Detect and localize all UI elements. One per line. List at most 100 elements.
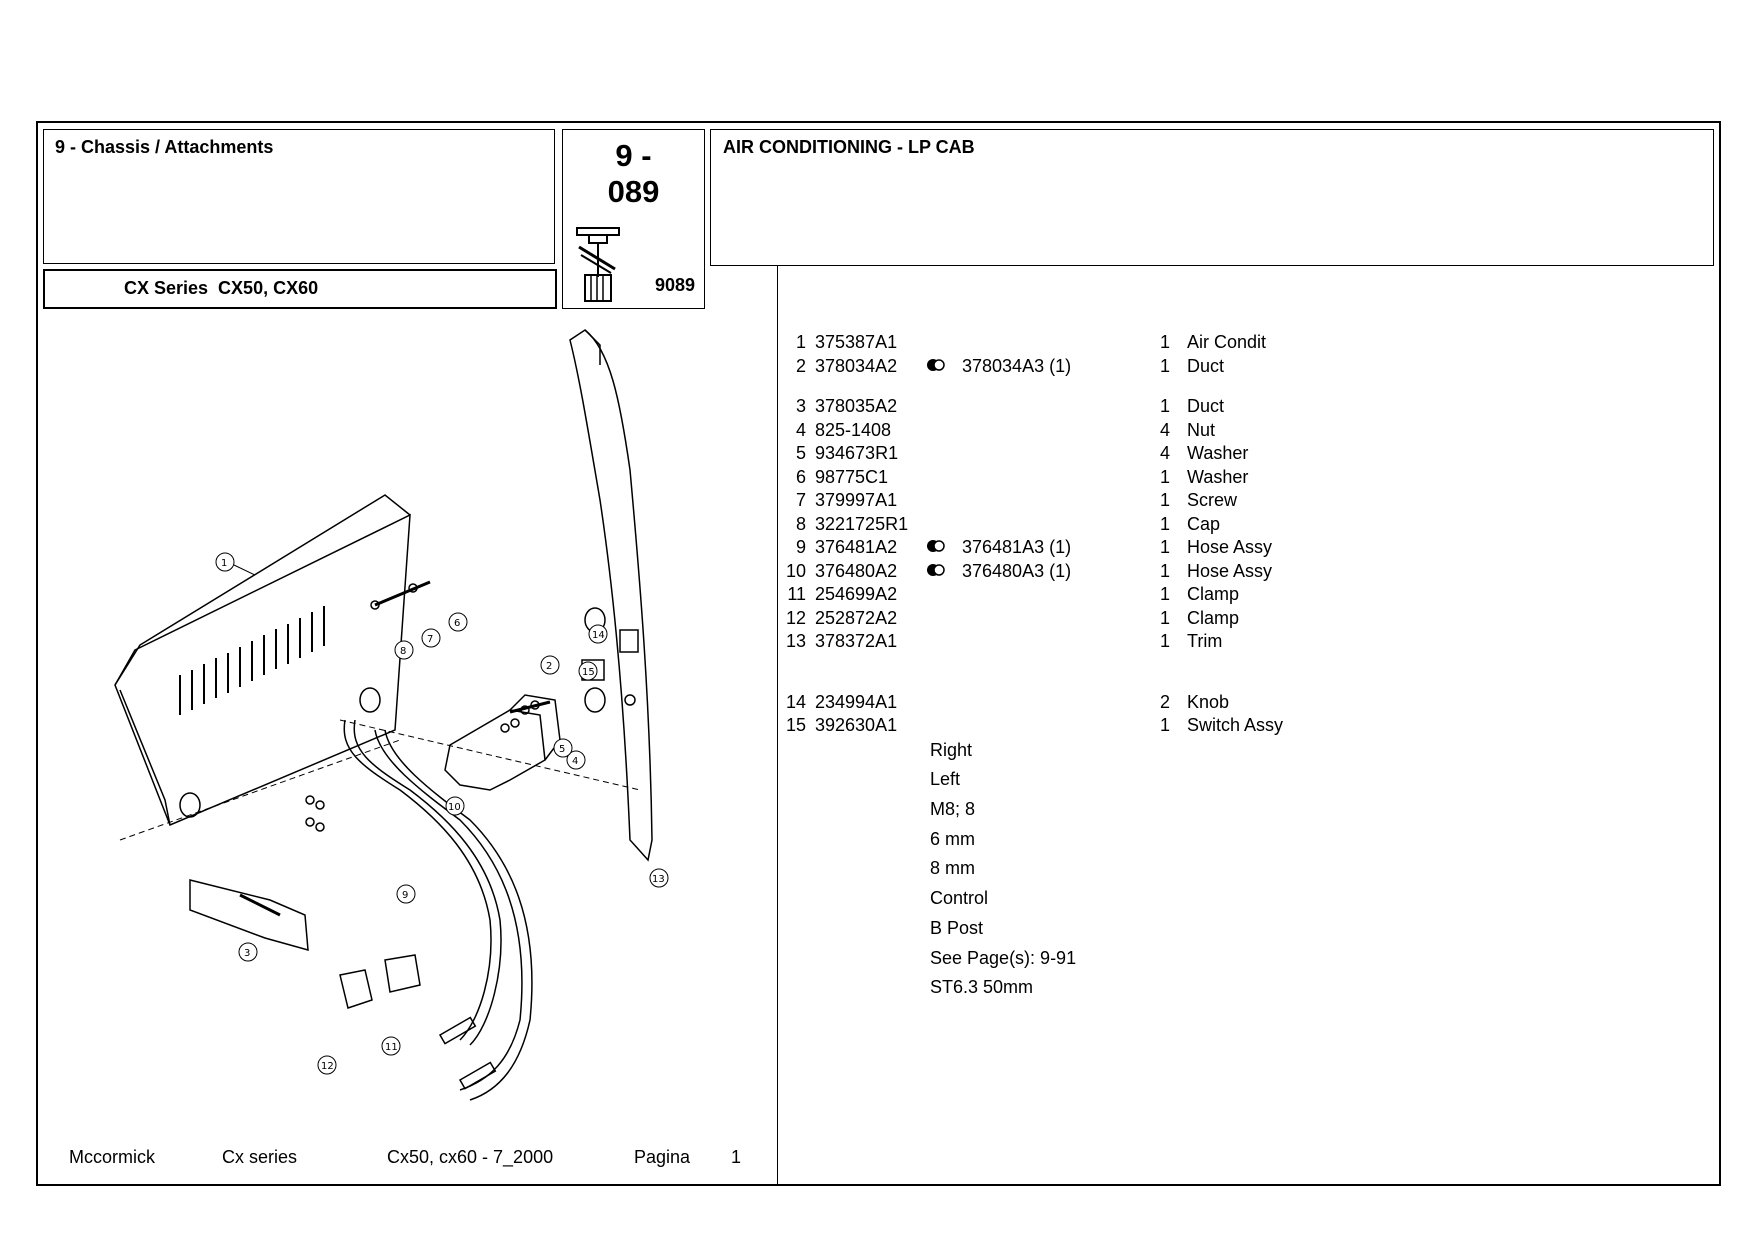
part-index: 6 (795, 467, 806, 487)
part-desc: Trim (1187, 631, 1223, 651)
svg-text:7: 7 (427, 634, 433, 645)
svg-text:11: 11 (385, 1042, 398, 1053)
part-qty: 4 (1160, 420, 1171, 440)
part-code: 234994A1 (815, 692, 898, 712)
fastener-drawing (305, 580, 540, 832)
svg-text:2: 2 (546, 661, 552, 672)
hose-drawing (343, 719, 533, 1101)
part-index: 10 (785, 561, 806, 581)
part-index: 7 (795, 490, 806, 510)
part-index: 13 (785, 631, 806, 651)
section-title: 9 - Chassis / Attachments (55, 137, 274, 157)
part-index: 1 (795, 332, 806, 352)
replacement-indicator-icon (927, 359, 945, 371)
part-desc: Washer (1187, 443, 1249, 463)
callout-9: 9 (396, 884, 416, 904)
note: ST6.3 50mm (930, 977, 1034, 997)
part-qty: 1 (1160, 490, 1171, 510)
part-qty: 1 (1160, 332, 1171, 352)
replacement-indicator-icon (927, 540, 945, 552)
part-row: 10 376480A2 376480A3 (1) 1 Hose Assy (780, 561, 1680, 583)
duct-3-drawing (189, 879, 309, 952)
callouts: 1 2 3 4 5 6 7 8 9 10 11 12 13 14 15 (215, 552, 669, 1075)
part-row: 2 378034A2 378034A3 (1) 1 Duct (780, 356, 1680, 378)
part-code: 378034A2 (815, 356, 898, 376)
part-alt-code: 376481A3 (1) (962, 537, 1072, 557)
part-qty: 1 (1160, 396, 1171, 416)
part-alt-code: 376480A3 (1) (962, 561, 1072, 581)
part-row: 15 392630A1 1 Switch Assy (780, 715, 1680, 737)
callout-12: 12 (317, 1055, 337, 1075)
callout-13: 13 (649, 868, 669, 888)
callout-5: 5 (553, 738, 573, 758)
part-qty: 1 (1160, 608, 1171, 628)
part-qty: 4 (1160, 443, 1171, 463)
note: 8 mm (930, 858, 975, 878)
part-alt-code: 378034A3 (1) (962, 356, 1072, 376)
part-index: 3 (795, 396, 806, 416)
page-number-line2: 089 (607, 174, 660, 209)
note: Control (930, 888, 989, 908)
page-number: 9 - 089 (562, 138, 705, 210)
part-code: 252872A2 (815, 608, 898, 628)
page-title: AIR CONDITIONING - LP CAB (723, 137, 975, 157)
part-code: 825-1408 (815, 420, 892, 440)
replacement-indicator-icon (927, 564, 945, 576)
svg-text:9: 9 (402, 890, 408, 901)
part-row: 12 252872A2 1 Clamp (780, 608, 1680, 630)
part-index: 8 (795, 514, 806, 534)
part-desc: Washer (1187, 467, 1249, 487)
page-number-line1: 9 - (615, 138, 652, 173)
part-row: 11 254699A2 1 Clamp (780, 584, 1680, 606)
callout-7: 7 (421, 628, 441, 648)
part-code: 254699A2 (815, 584, 898, 604)
part-qty: 1 (1160, 467, 1171, 487)
callout-15: 15 (578, 661, 598, 681)
duct-2-drawing (444, 694, 561, 791)
part-desc: Clamp (1187, 608, 1240, 628)
part-index: 11 (787, 584, 806, 604)
part-row: 6 98775C1 1 Washer (780, 467, 1680, 489)
part-index: 14 (785, 692, 806, 712)
svg-text:3: 3 (244, 948, 250, 959)
svg-text:10: 10 (448, 802, 461, 813)
part-code: 934673R1 (815, 443, 899, 463)
part-index: 5 (795, 443, 806, 463)
part-code: 378035A2 (815, 396, 898, 416)
callout-4: 4 (566, 750, 586, 770)
svg-text:8: 8 (400, 646, 406, 657)
part-code: 379997A1 (815, 490, 898, 510)
callout-3: 3 (238, 942, 258, 962)
part-qty: 1 (1160, 537, 1171, 557)
part-row: 4 825-1408 4 Nut (780, 420, 1680, 442)
part-desc: Cap (1187, 514, 1221, 534)
page-frame (36, 121, 1721, 1186)
part-code: 98775C1 (815, 467, 889, 487)
callout-14: 14 (588, 624, 608, 644)
note: See Page(s): 9-91 (930, 948, 1077, 968)
part-code: 378372A1 (815, 631, 898, 651)
part-desc: Clamp (1187, 584, 1240, 604)
part-row: 5 934673R1 4 Washer (780, 443, 1680, 465)
svg-text:14: 14 (592, 630, 605, 641)
part-code: 376481A2 (815, 537, 898, 557)
title-box (710, 129, 1714, 266)
part-code: 376480A2 (815, 561, 898, 581)
callout-10: 10 (445, 796, 465, 816)
svg-text:13: 13 (652, 874, 665, 885)
note: Right (930, 740, 973, 760)
svg-text:6: 6 (454, 618, 460, 629)
exploded-view-diagram: 1 2 3 4 5 6 7 8 9 10 11 12 13 14 15 (114, 329, 669, 1101)
part-desc: Hose Assy (1187, 561, 1273, 581)
part-desc: Nut (1187, 420, 1216, 440)
page-code: 9089 (655, 275, 696, 295)
part-qty: 1 (1160, 561, 1171, 581)
part-desc: Hose Assy (1187, 537, 1273, 557)
knob-switch-drawing (581, 607, 606, 713)
part-row: 8 3221725R1 1 Cap (780, 514, 1680, 536)
part-code: 375387A1 (815, 332, 898, 352)
part-row: 3 378035A2 1 Duct (780, 396, 1680, 418)
air-conditioner-unit-drawing (114, 494, 641, 841)
part-row: 9 376481A2 376481A3 (1) 1 Hose Assy (780, 537, 1680, 559)
svg-text:1: 1 (221, 558, 227, 569)
